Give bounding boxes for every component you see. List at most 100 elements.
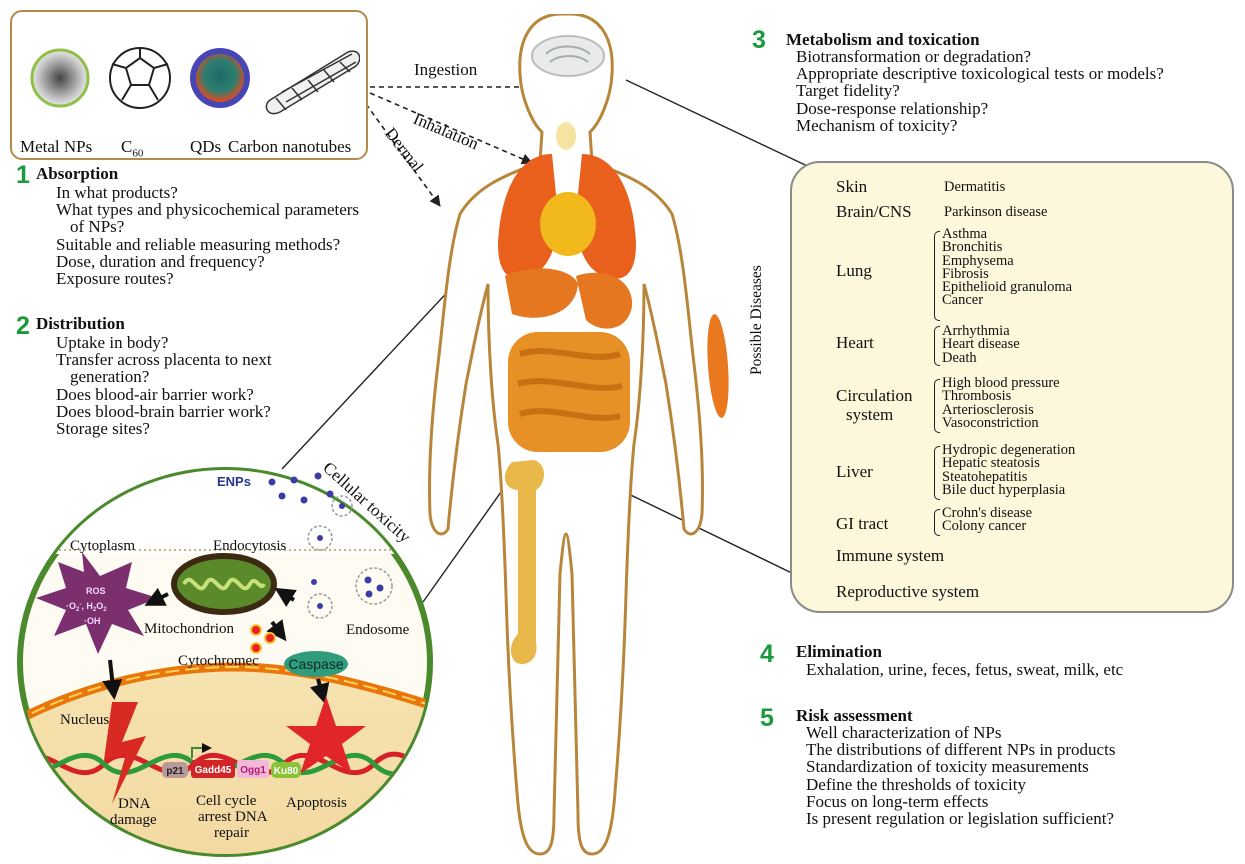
endocytosis-label: Endocytosis <box>213 538 286 554</box>
quantum-dot-icon <box>190 48 250 108</box>
cytoplasm-label: Cytoplasm <box>70 538 135 554</box>
lung-disease-list: Asthma Bronchitis Emphysema Fibrosis Epi… <box>942 228 1072 308</box>
absorption-item: What types and physicochemical parameter… <box>56 201 359 218</box>
distribution-item: Uptake in body? <box>56 334 272 351</box>
gi-disease-list: Crohn's disease Colony cancer <box>942 507 1032 534</box>
risk-item: Define the thresholds of toxicity <box>806 776 1115 793</box>
metabolism-item: Appropriate descriptive toxicological te… <box>796 65 1164 82</box>
metabolism-item: Dose-response relationship? <box>796 100 1164 117</box>
organ-liver: Liver <box>836 462 873 481</box>
dna-damage-label-1: DNA <box>118 796 151 812</box>
apoptosis-label: Apoptosis <box>286 795 347 811</box>
metabolism-item: Biotransformation or degradation? <box>796 48 1164 65</box>
metal-np-icon <box>32 50 88 106</box>
metabolism-item: Mechanism of toxicity? <box>796 117 1164 134</box>
ingestion-label: Ingestion <box>414 60 477 80</box>
absorption-number: 1 <box>16 163 30 188</box>
ros-oh-label: ·OH <box>84 616 101 626</box>
absorption-title: Absorption <box>36 165 118 183</box>
absorption-item: In what products? <box>56 184 359 201</box>
circulation-disease-list: High blood pressure Thrombosis Arteriosc… <box>942 377 1060 430</box>
organ-reproductive-system: Reproductive system <box>836 582 979 601</box>
nucleus-label: Nucleus <box>60 712 109 728</box>
c60-label: C60 <box>121 137 143 159</box>
circulation-brace <box>934 379 940 433</box>
gene-gadd45: Gadd45 <box>195 765 232 776</box>
organ-brain: Brain/CNS <box>836 202 912 221</box>
elimination-list: Exhalation, urine, feces, fetus, sweat, … <box>806 661 1123 678</box>
caspase-label: Caspase <box>288 656 343 672</box>
distribution-item: generation? <box>56 368 272 385</box>
distribution-list: Uptake in body? Transfer across placenta… <box>56 334 272 437</box>
qds-label: QDs <box>190 137 221 157</box>
gene-ku80: Ku80 <box>274 766 299 777</box>
organ-skin: Skin <box>836 177 867 196</box>
risk-item: Is present regulation or legislation suf… <box>806 810 1115 827</box>
risk-item: The distributions of different NPs in pr… <box>806 741 1115 758</box>
organ-circulation: Circulation <box>836 386 912 405</box>
cell-cycle-label-2: arrest DNA <box>198 809 268 825</box>
absorption-item: Dose, duration and frequency? <box>56 253 359 270</box>
disease-item: Colony cancer <box>942 520 1032 533</box>
risk-item: Focus on long-term effects <box>806 793 1115 810</box>
gene-markers: p21 Gadd45 Ogg1 Ku80 <box>162 760 301 778</box>
c60-fullerene-icon <box>110 48 170 108</box>
disease-item: Dermatitis <box>944 181 1005 194</box>
lung-brace <box>934 231 940 321</box>
possible-diseases-label: Possible Diseases <box>748 265 766 375</box>
enps-label: ENPs <box>217 474 251 489</box>
liver-disease-list: Hydropic degeneration Hepatic steatosis … <box>942 444 1075 497</box>
elimination-title: Elimination <box>796 643 882 661</box>
absorption-item: Exposure routes? <box>56 270 359 287</box>
distribution-item: Storage sites? <box>56 420 272 437</box>
heart-shape <box>540 192 596 256</box>
muscle-shape <box>704 313 731 418</box>
organ-heart: Heart <box>836 333 874 352</box>
cell-cycle-label-3: repair <box>214 825 249 841</box>
carbon-nanotube-icon <box>266 51 359 114</box>
carbon-nanotubes-label: Carbon nanotubes <box>228 137 351 157</box>
organ-circulation-line2: system <box>846 405 893 424</box>
disease-item: Parkinson disease <box>944 206 1048 219</box>
metal-nps-label: Metal NPs <box>20 137 92 157</box>
thyroid-shape <box>556 122 576 150</box>
nanoparticle-types-box: Metal NPs C60 QDs Carbon nanotubes <box>10 10 368 160</box>
heart-brace <box>934 326 940 366</box>
distribution-item: Transfer across placenta to next <box>56 351 272 368</box>
absorption-list: In what products? What types and physico… <box>56 184 359 287</box>
cell-cycle-label-1: Cell cycle <box>196 793 256 809</box>
risk-list: Well characterization of NPs The distrib… <box>806 724 1115 827</box>
gene-ogg1: Ogg1 <box>240 765 266 776</box>
mitochondrion-shape <box>174 556 274 612</box>
risk-item: Standardization of toxicity measurements <box>806 758 1115 775</box>
possible-diseases-panel: Skin Dermatitis Brain/CNS Parkinson dise… <box>790 161 1234 613</box>
distribution-number: 2 <box>16 314 30 339</box>
metabolism-item: Target fidelity? <box>796 82 1164 99</box>
elimination-number: 4 <box>760 642 774 667</box>
elimination-item: Exhalation, urine, feces, fetus, sweat, … <box>806 661 1123 678</box>
dna-damage-label-2: damage <box>110 812 157 828</box>
brain-disease-list: Parkinson disease <box>944 206 1048 219</box>
gene-p21: p21 <box>166 766 184 777</box>
metabolism-list: Biotransformation or degradation? Approp… <box>796 48 1164 134</box>
risk-item: Well characterization of NPs <box>806 724 1115 741</box>
absorption-item: Suitable and reliable measuring methods? <box>56 236 359 253</box>
disease-item: Cancer <box>942 294 1072 307</box>
metabolism-number: 3 <box>752 28 766 53</box>
ros-label: ROS <box>86 586 106 596</box>
gi-brace <box>934 509 940 536</box>
disease-item: Vasoconstriction <box>942 417 1060 430</box>
heart-disease-list: Arrhythmia Heart disease Death <box>942 325 1020 365</box>
organ-gi-tract: GI tract <box>836 514 888 533</box>
absorption-item: of NPs? <box>56 218 359 235</box>
distribution-title: Distribution <box>36 315 125 333</box>
mitochondrion-label: Mitochondrion <box>144 621 234 637</box>
distribution-item: Does blood-brain barrier work? <box>56 403 272 420</box>
disease-item: Bile duct hyperplasia <box>942 484 1075 497</box>
distribution-item: Does blood-air barrier work? <box>56 386 272 403</box>
nanoparticle-icons <box>30 40 360 120</box>
organ-immune-system: Immune system <box>836 546 944 565</box>
liver-brace <box>934 446 940 500</box>
cytochromec-label: Cytochromec <box>178 653 259 669</box>
organ-lung: Lung <box>836 261 872 280</box>
